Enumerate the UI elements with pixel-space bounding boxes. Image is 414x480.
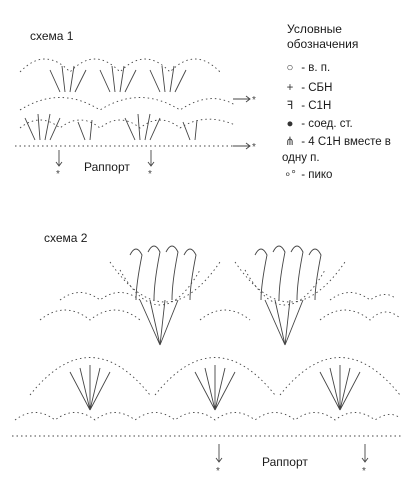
legend-text: пико <box>308 169 333 181</box>
repeat-mark-right-2: * <box>362 466 366 477</box>
repeat-mark-right: * <box>148 169 152 180</box>
picot-icon: ∘° <box>284 169 296 181</box>
legend-text: 4 С1Н вместе в одну п. <box>282 136 391 164</box>
legend-text: С1Н <box>308 100 332 112</box>
repeat-mark-left-2: * <box>216 466 220 477</box>
arrow-note-1: * <box>252 95 256 106</box>
single-crochet-icon: + <box>286 82 294 94</box>
legend-item: ⋔ - 4 С1Н вместе в одну п. <box>282 136 391 164</box>
slip-stitch-icon: ● <box>286 118 294 130</box>
repeat-mark-left: * <box>56 169 60 180</box>
legend-item: ● - соед. ст. <box>282 117 353 131</box>
legend-item: ∘° - пико <box>282 168 332 182</box>
arrow-note-2: * <box>252 142 256 153</box>
scheme1-repeat-label: Раппорт <box>84 160 130 174</box>
legend-title: Условные обозначения <box>287 22 359 51</box>
double-crochet-icon: ꟻ <box>286 100 294 112</box>
legend-item: ○ - в. п. <box>282 61 331 75</box>
bell-motif-right <box>234 245 346 306</box>
chain-stitch-icon: ○ <box>286 62 294 74</box>
bell-motif-left <box>109 245 221 306</box>
scheme2-title: схема 2 <box>44 231 88 245</box>
dc4tog-icon: ⋔ <box>285 136 295 148</box>
scheme2-repeat-label: Раппорт <box>262 455 308 469</box>
legend-item: ꟻ - С1Н <box>282 99 332 113</box>
legend-text: соед. ст. <box>308 118 353 130</box>
legend-text: в. п. <box>308 62 331 74</box>
legend-item: + - СБН <box>282 81 333 95</box>
scheme1-title: схема 1 <box>30 29 74 43</box>
legend-text: СБН <box>308 82 333 94</box>
